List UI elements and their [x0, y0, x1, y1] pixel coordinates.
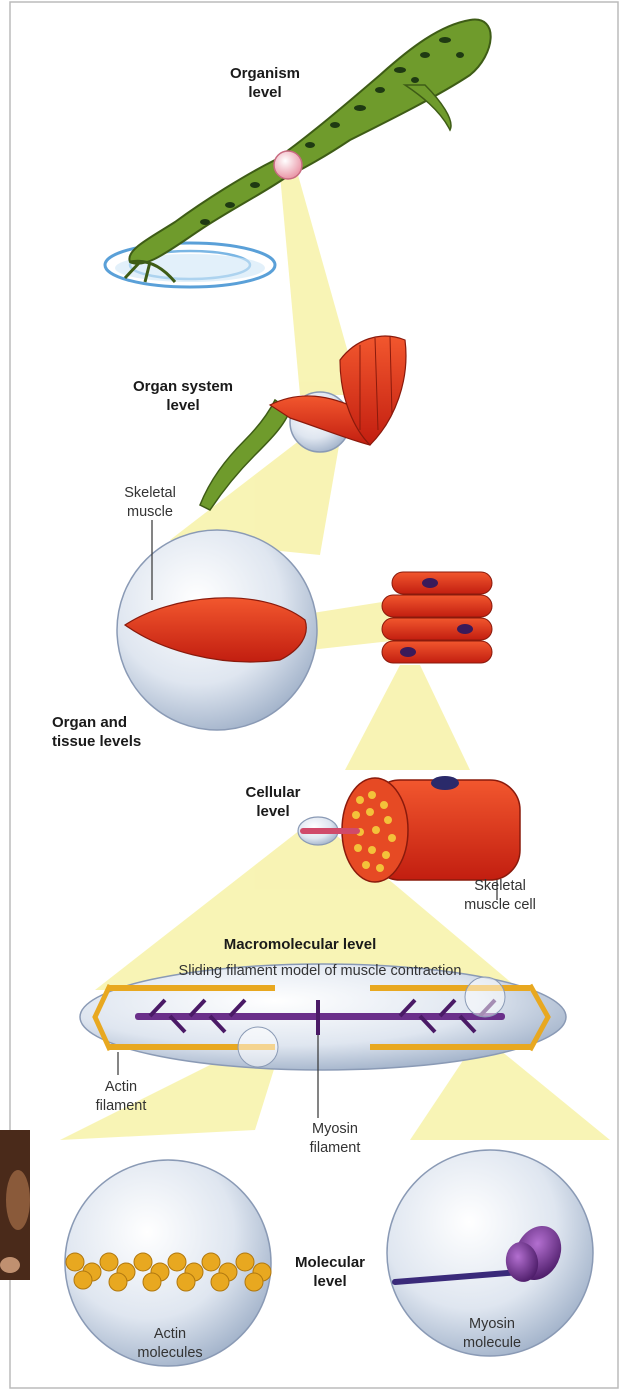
myofibril-strand — [300, 828, 360, 834]
photo-highlight — [0, 1257, 20, 1273]
fiber-nucleus — [400, 647, 416, 657]
actin-molecules-label: Actin molecules — [110, 1325, 230, 1362]
actin-filament-strand — [370, 985, 530, 991]
skeletal-muscle-cell-label: Skeletal muscle cell — [430, 877, 570, 914]
myosin-molecule-label: Myosin molecule — [432, 1315, 552, 1352]
organ-tissue-levels-label: Organ and tissue levels — [52, 713, 212, 751]
fiber-nucleus — [457, 624, 473, 634]
organism-magnifier — [274, 151, 302, 179]
macro-magnifier-left — [238, 1027, 278, 1067]
muscle-fiber — [382, 641, 492, 663]
fiber-nucleus — [422, 578, 438, 588]
molecular-level-label: Molecular level — [275, 1253, 385, 1291]
photo-highlight — [6, 1170, 30, 1230]
muscle-fiber — [382, 618, 492, 640]
muscle-cell-nucleus — [431, 776, 459, 790]
photo-fragment — [0, 1130, 30, 1280]
actin-filament-strand — [110, 985, 275, 991]
muscle-fiber-bundle — [382, 572, 492, 663]
macro-magnifier-right — [465, 977, 505, 1017]
myosin-filament-label: Myosin filament — [280, 1120, 390, 1157]
sliding-filament-label: Sliding filament model of muscle contrac… — [120, 962, 520, 981]
macromolecular-level-label: Macromolecular level — [180, 935, 420, 954]
actin-filament-strand — [370, 1044, 530, 1050]
organism-level-label: Organism level — [210, 64, 320, 102]
cellular-level-label: Cellular level — [218, 783, 328, 821]
muscle-fiber — [382, 595, 492, 617]
muscle-fiber — [392, 572, 492, 594]
actin-filament-label: Actin filament — [66, 1078, 176, 1115]
organ-system-level-label: Organ system level — [108, 377, 258, 415]
skeletal-muscle-label: Skeletal muscle — [100, 484, 200, 521]
